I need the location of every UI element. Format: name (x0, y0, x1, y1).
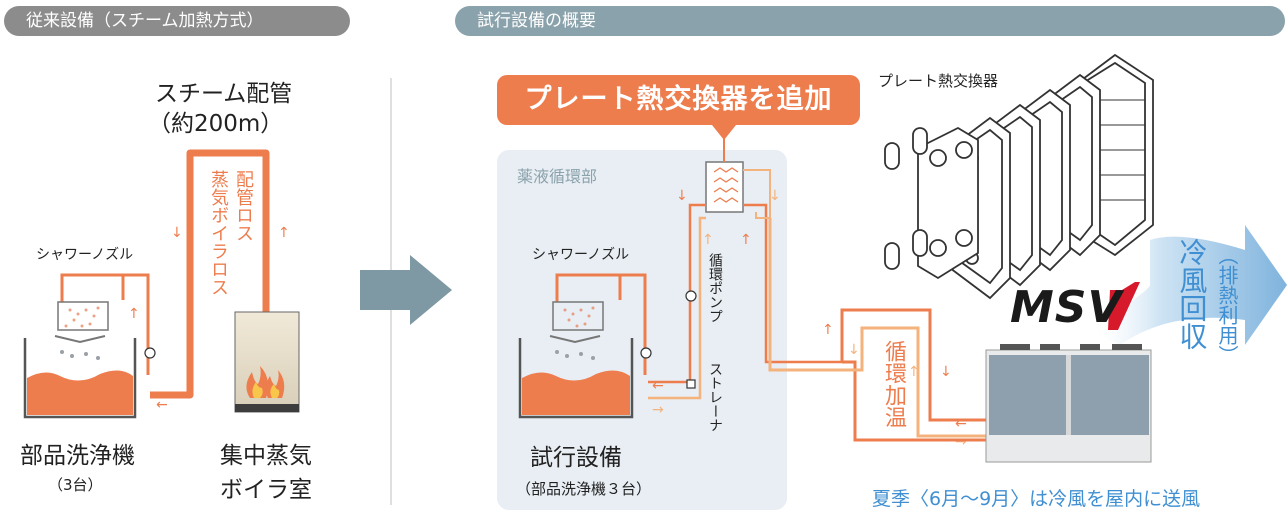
heating-loop-cool (768, 218, 986, 438)
boiler-label-line2: ボイラ室 (220, 477, 312, 503)
heating-loop-hot (840, 308, 986, 422)
plate-heat-exchanger-label: プレート熱交換器 (878, 72, 999, 90)
header-conventional: 従来設備（スチーム加熱方式） (4, 6, 350, 36)
svg-text:↓: ↓ (676, 188, 688, 204)
svg-text:↑: ↑ (702, 232, 714, 248)
boiler-unit (234, 311, 300, 413)
transition-arrow-icon (360, 255, 452, 325)
header-trial: 試行設備の概要 (455, 6, 1285, 36)
chemical-loop-out (648, 203, 706, 384)
circulation-heating-label: 循環加温 (881, 340, 906, 428)
svg-text:←: ← (652, 378, 664, 394)
pump-icon (144, 347, 156, 359)
plate-heat-exchanger-illustration (884, 53, 1154, 300)
nozzle-pipe-left (60, 273, 150, 375)
svg-text:↓: ↓ (940, 364, 952, 380)
washer-tank (23, 338, 137, 419)
svg-text:→: → (955, 434, 967, 450)
trial-sub-label: （部品洗浄機３台） (516, 480, 652, 498)
svg-text:↑: ↑ (908, 364, 920, 380)
cold-air-arrow-icon (1090, 225, 1287, 345)
shower-nozzle-label: シャワーノズル (36, 247, 134, 263)
flow-arrow-icon: ↑ (128, 306, 140, 322)
flame-icon (246, 366, 285, 398)
svg-text:↑: ↑ (822, 322, 834, 338)
trial-label: 試行設備 (530, 445, 622, 471)
shower-nozzle-label-trial: シャワーノズル (532, 247, 630, 263)
svg-text:↑: ↑ (740, 232, 752, 248)
strainer-label: ストレーナ (707, 362, 723, 432)
washer-label: 部品洗浄機 (20, 443, 135, 469)
pump-label: 循環ポンプ (707, 253, 723, 323)
svg-text:←: ← (955, 416, 967, 432)
heat-exchanger-box (705, 161, 744, 213)
loss-boiler-label: 蒸気ボイラロス (208, 170, 229, 296)
svg-text:↓: ↓ (769, 188, 781, 204)
flow-arrow-icon: ← (156, 397, 168, 413)
add-plate-heat-exchanger-callout: プレート熱交換器を追加 (497, 75, 860, 125)
flow-arrow-icon: ↑ (278, 225, 290, 241)
svg-text:↓: ↓ (848, 342, 860, 358)
heated-return-line (743, 203, 842, 364)
summer-note: 夏季〈6月〜9月〉は冷風を屋内に送風 (872, 488, 1201, 510)
washer-liquid (27, 370, 133, 415)
strainer-icon (686, 379, 696, 389)
circulation-pump-icon (685, 290, 697, 302)
msv-brand-logo: MSV (1010, 282, 1123, 333)
panel-title: 薬液循環部 (517, 167, 598, 186)
svg-text:→: → (652, 402, 664, 418)
steam-pipe (150, 149, 270, 399)
waste-heat-use-label: （排熱利用） (1215, 245, 1239, 365)
flow-arrow-icon: ↓ (171, 225, 183, 241)
cold-air-recovery-label: 冷風回収 (1175, 238, 1209, 350)
loss-pipe-label: 配管ロス (233, 170, 254, 242)
steam-pipe-length: （約200m） (148, 111, 284, 137)
steam-pipe-title: スチーム配管 (155, 81, 293, 107)
boiler-label-line1: 集中蒸気 (220, 443, 312, 469)
washer-count-label: （3台） (48, 476, 103, 494)
msv-logo-mark-icon (1108, 282, 1140, 330)
